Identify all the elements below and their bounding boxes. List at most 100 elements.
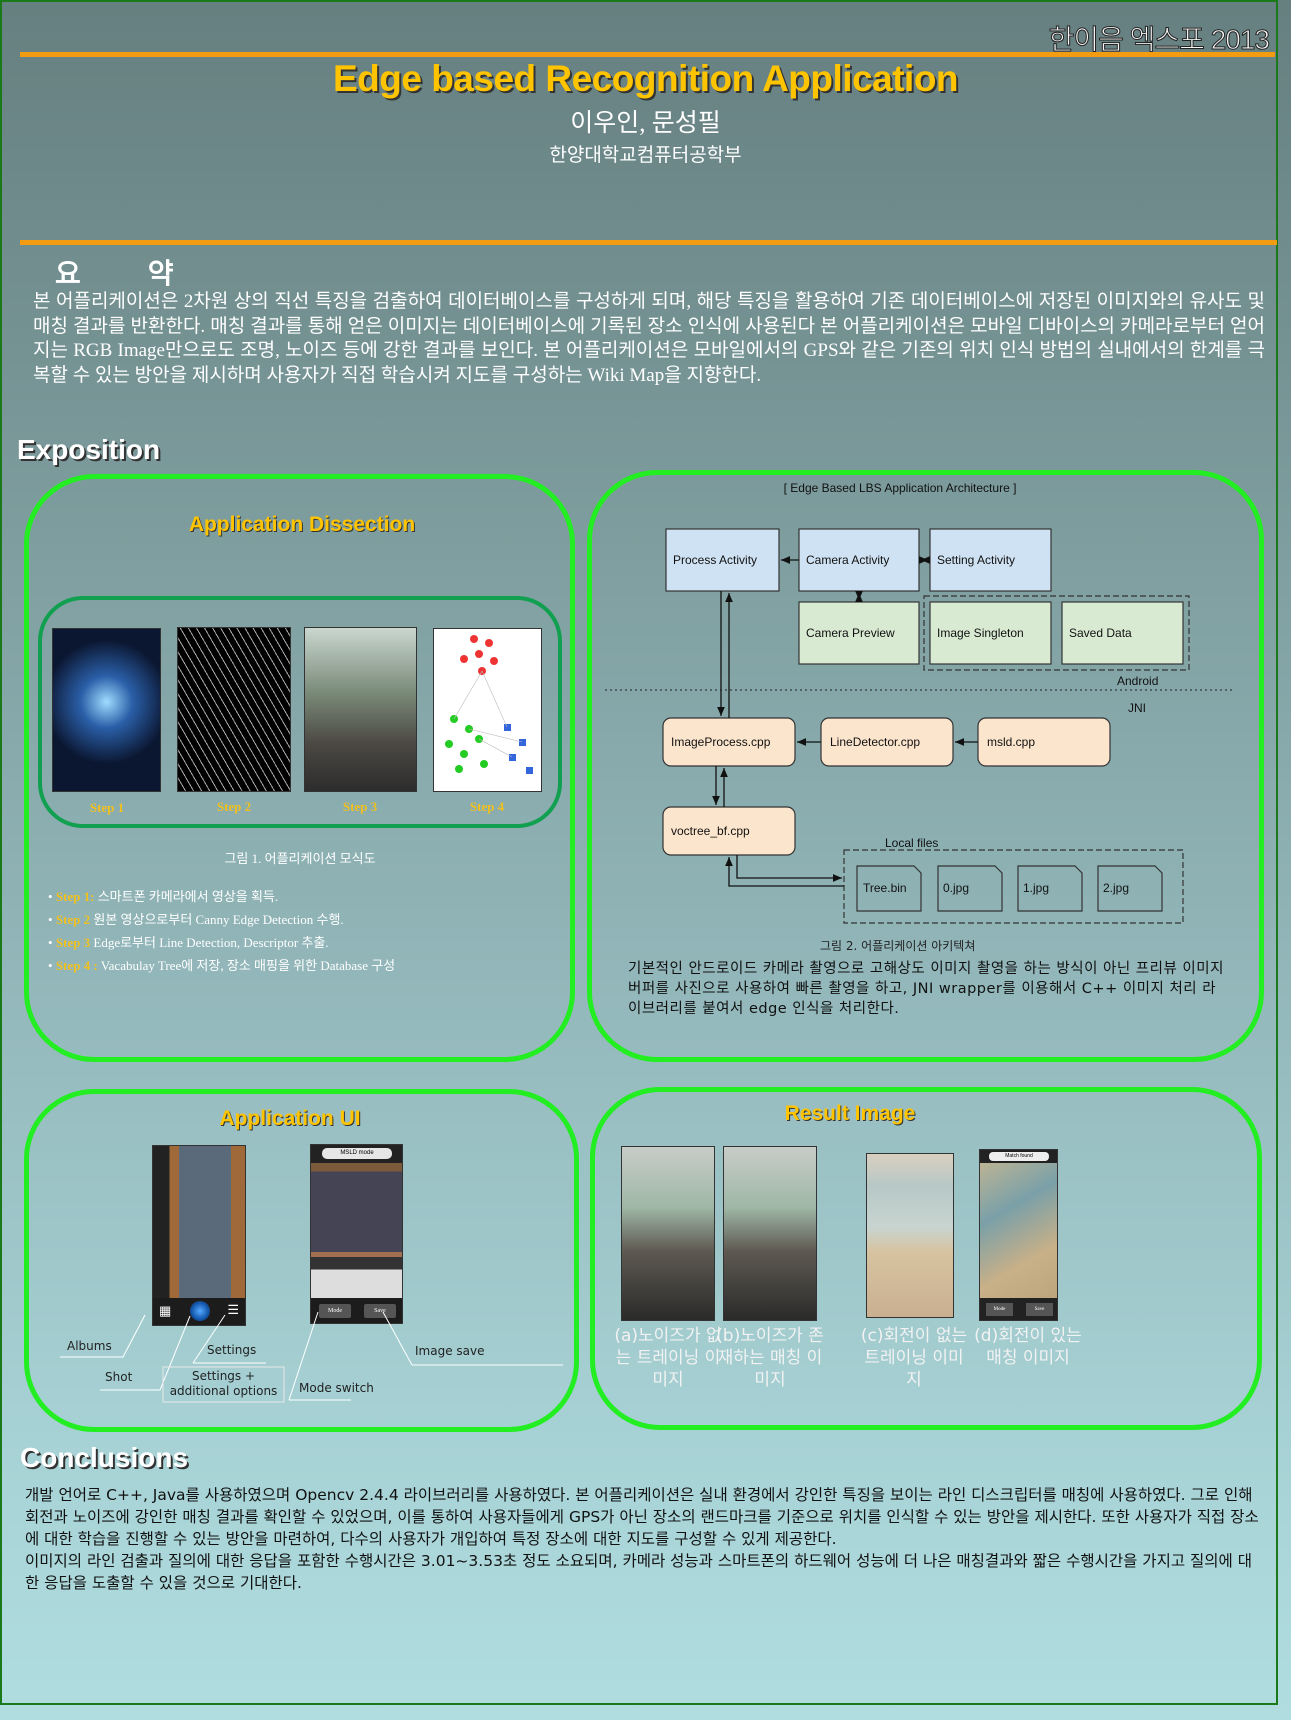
- file-icon: [1017, 865, 1083, 912]
- dissection-title: Application Dissection: [188, 513, 416, 536]
- figure2-caption: 그림 2. 어플리케이션 아키텍쳐: [820, 939, 976, 953]
- app-ui-title: Application UI: [219, 1107, 361, 1130]
- bullet-step3: • Step 3 Edge로부터 Line Detection, Descrip…: [48, 935, 329, 950]
- android-data-group: [923, 595, 1190, 671]
- bullet-text: Vacabulay Tree에 저장, 장소 매핑을 위한 Database 구…: [100, 958, 396, 973]
- architecture-diagram: [ Edge Based LBS Application Architectur…: [605, 481, 1235, 924]
- bullet-label: Step 2: [55, 912, 91, 927]
- label-voctree: voctree_bf.cpp: [671, 824, 750, 838]
- conclusions-paragraph: 개발 언어로 C++, Java를 사용하였으며 Opencv 2.4.4 라이…: [25, 1486, 1259, 1548]
- label-setting-activity: Setting Activity: [937, 553, 1015, 567]
- step3-label: Step 3: [342, 799, 378, 814]
- label-saved-data: Saved Data: [1069, 626, 1132, 640]
- result-image-b: [723, 1146, 817, 1321]
- camera-screen: ▦ ☰: [152, 1145, 246, 1326]
- poster-title: Edge based Recognition Application: [332, 58, 959, 99]
- label-settings: Settings: [207, 1343, 257, 1357]
- mode-banner: MSLD mode: [322, 1148, 392, 1159]
- divider-top: [20, 52, 1275, 57]
- abstract-heading: 요 약: [55, 259, 204, 290]
- steps-box: [38, 596, 562, 828]
- caption-c: (c)회전이 없는 트레이닝 이미지: [860, 1326, 968, 1390]
- step3-image: [304, 627, 417, 792]
- step1-image: [52, 628, 161, 792]
- bullet-step2: • Step 2 원본 영상으로부터 Canny Edge Detection …: [48, 912, 344, 927]
- caption-a: (a)노이즈가 없는 트레이닝 이미지: [614, 1326, 722, 1390]
- save-button[interactable]: Save: [364, 1304, 396, 1318]
- label-settings-options: Settings + additional options: [169, 1369, 278, 1398]
- label-process-activity: Process Activity: [673, 553, 757, 567]
- shutter-button[interactable]: [190, 1301, 210, 1321]
- label-file: 2.jpg: [1103, 881, 1129, 895]
- bullet-text: 스마트폰 카메라에서 영상을 획득.: [97, 889, 279, 904]
- label-mode-switch: Mode switch: [299, 1381, 374, 1395]
- box-voctree: [662, 806, 796, 856]
- conclusions-heading: Conclusions: [20, 1442, 189, 1473]
- file-icon: [1097, 865, 1163, 912]
- result-title: Result Image: [784, 1102, 916, 1125]
- authors: 이우인, 문성필: [570, 110, 721, 137]
- label-camera-activity: Camera Activity: [806, 553, 889, 567]
- label-file: 0.jpg: [943, 881, 969, 895]
- bullet-label: Step 4 :: [55, 958, 98, 973]
- result-image-a: [621, 1146, 715, 1321]
- label-android: Android: [1117, 674, 1158, 688]
- conclusions-paragraph: 이미지의 라인 검출과 질의에 대한 응답을 포함한 수행시간은 3.01~3.…: [25, 1552, 1252, 1592]
- box-process-activity: [665, 528, 780, 592]
- albums-grid-icon[interactable]: ▦: [159, 1303, 172, 1318]
- architecture-panel: [587, 470, 1264, 1062]
- match-banner: Match found: [989, 1152, 1049, 1161]
- abstract-text: 본 어플리케이션은 2차원 상의 직선 특징을 검출하여 데이터베이스를 구성하…: [33, 291, 1265, 386]
- step2-label: Step 2: [216, 799, 252, 814]
- label-jni: JNI: [1128, 701, 1146, 715]
- bullet-label: Step 1:: [55, 889, 95, 904]
- label-msld: msld.cpp: [987, 735, 1035, 749]
- mode-button[interactable]: Mode: [319, 1304, 351, 1318]
- label-file: Tree.bin: [863, 881, 907, 895]
- settings-sliders-icon[interactable]: ☰: [227, 1302, 239, 1317]
- file-icon: [856, 865, 922, 912]
- graph-icon: [445, 635, 533, 774]
- expo-brand: 한이음 엑스포 2013: [1048, 24, 1270, 56]
- bullet-text: Edge로부터 Line Detection, Descriptor 추출.: [93, 935, 329, 950]
- caption-b: (b)노이즈가 존재하는 매칭 이미지: [716, 1326, 824, 1390]
- label-image-save: Image save: [415, 1344, 485, 1358]
- box-setting-activity: [929, 528, 1052, 592]
- box-image-singleton: [929, 601, 1052, 665]
- result-image-d: Match found Mode Save: [979, 1149, 1058, 1321]
- box-saved-data: [1061, 601, 1184, 665]
- app-ui-panel: [24, 1089, 579, 1432]
- step2-image: [177, 627, 291, 792]
- msld-screen: MSLD mode Mode Save: [310, 1144, 403, 1324]
- bullet-step1: • Step 1: 스마트폰 카메라에서 영상을 획득.: [48, 889, 279, 904]
- label-albums: Albums: [67, 1339, 112, 1353]
- label-file: 1.jpg: [1023, 881, 1049, 895]
- exposition-heading: Exposition: [17, 434, 161, 465]
- label-imageprocess: ImageProcess.cpp: [671, 735, 771, 749]
- file-icon: [937, 865, 1003, 912]
- figure1-caption: 그림 1. 어플리케이션 모식도: [224, 851, 376, 866]
- step4-label: Step 4: [469, 799, 505, 814]
- bullet-text: 원본 영상으로부터 Canny Edge Detection 수행.: [93, 912, 344, 927]
- department: 한양대학교컴퓨터공학부: [549, 145, 742, 166]
- label-linedetector: LineDetector.cpp: [830, 735, 920, 749]
- architecture-title: [ Edge Based LBS Application Architectur…: [784, 481, 1017, 495]
- dissection-panel: [24, 474, 575, 1062]
- mode-button[interactable]: Mode: [986, 1303, 1013, 1316]
- bullet-label: Step 3: [55, 935, 91, 950]
- label-camera-preview: Camera Preview: [806, 626, 895, 640]
- save-button[interactable]: Save: [1026, 1303, 1053, 1316]
- box-camera-preview: [798, 601, 920, 665]
- label-image-singleton: Image Singleton: [937, 626, 1024, 640]
- label-local-files: Local files: [885, 836, 938, 850]
- architecture-description: 기본적인 안드로이드 카메라 촬영으로 고해상도 이미지 촬영을 하는 방식이 …: [628, 961, 1224, 1017]
- label-shot: Shot: [105, 1370, 133, 1384]
- conclusions-body: 개발 언어로 C++, Java를 사용하였으며 Opencv 2.4.4 라이…: [25, 1484, 1260, 1594]
- step1-label: Step 1: [89, 800, 125, 815]
- bullet-step4: • Step 4 : Vacabulay Tree에 저장, 장소 매핑을 위한…: [48, 958, 396, 973]
- step4-image: [433, 628, 542, 792]
- result-panel: [590, 1087, 1262, 1430]
- caption-d: (d)회전이 있는 매칭 이미지: [974, 1326, 1082, 1368]
- divider-abstract: [20, 240, 1277, 245]
